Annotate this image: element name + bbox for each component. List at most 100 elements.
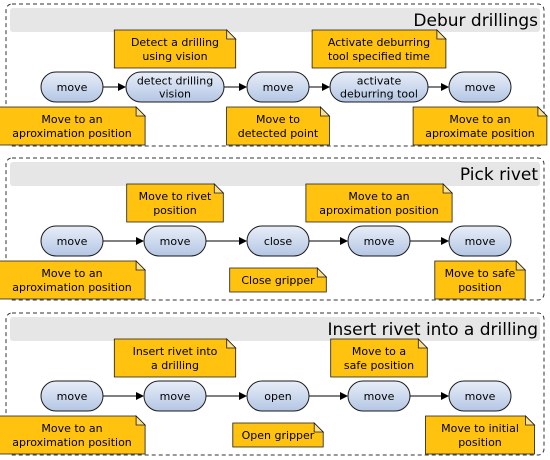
action-node: move — [143, 225, 207, 257]
action-node: open — [246, 380, 310, 412]
action-node: move — [40, 71, 104, 103]
node-shape — [448, 380, 512, 412]
note-label: Insert rivet into — [133, 345, 218, 358]
note-label: aproximation position — [12, 127, 132, 140]
panel-title: Debur drillings — [413, 11, 538, 31]
action-node: move — [448, 71, 512, 103]
note-label: Open gripper — [242, 429, 315, 442]
note-shape — [305, 183, 453, 223]
node-label: move — [364, 390, 395, 403]
note-shape — [232, 422, 324, 448]
action-node: move — [347, 225, 411, 257]
note-fold — [135, 415, 147, 426]
action-node: move — [40, 380, 104, 412]
note-label: aproximation position — [319, 204, 439, 217]
note-label: Move to a — [352, 345, 406, 358]
node-shape — [125, 71, 225, 103]
node-shape — [40, 225, 104, 257]
note-fold — [135, 260, 147, 271]
node-label: move — [57, 235, 88, 248]
note-label: a drilling — [151, 359, 199, 372]
node-label: deburring tool — [340, 88, 418, 101]
note-fold — [313, 422, 325, 433]
note-label: Activate deburring — [328, 36, 430, 49]
node-shape — [329, 71, 429, 103]
note-label: Move to initial — [441, 422, 519, 435]
node-label: activate — [357, 75, 402, 88]
node-label: move — [263, 81, 294, 94]
node-shape — [143, 380, 207, 412]
note-shape — [229, 267, 327, 293]
note-fold — [135, 106, 147, 117]
node-label: move — [57, 390, 88, 403]
node-label: move — [465, 235, 496, 248]
node-shape — [246, 225, 310, 257]
note-fold — [417, 338, 429, 349]
note-label: Move to safe — [445, 267, 516, 280]
node-shape — [347, 225, 411, 257]
node-shape — [246, 71, 310, 103]
note-fold — [226, 338, 237, 349]
note-shape — [0, 415, 146, 455]
node-label: move — [364, 235, 395, 248]
node-label: move — [160, 390, 191, 403]
node-label: vision — [159, 88, 191, 101]
note-label: Move to an — [348, 190, 409, 203]
note-label: position — [458, 281, 502, 294]
action-node: move — [246, 71, 310, 103]
node-label: close — [264, 235, 293, 248]
note-fold — [515, 260, 527, 271]
node-shape — [40, 380, 104, 412]
action-node: close — [246, 225, 310, 257]
note-label: safe position — [344, 359, 414, 372]
node-label: move — [465, 390, 496, 403]
node-label: open — [264, 390, 291, 403]
action-node: move — [448, 380, 512, 412]
node-shape — [448, 71, 512, 103]
note-label: position — [153, 204, 197, 217]
note-label: detected point — [238, 127, 319, 140]
note-fold — [442, 183, 454, 194]
note-shape — [434, 260, 526, 300]
note-fold — [316, 267, 328, 278]
note-fold — [436, 29, 447, 40]
note-fold — [537, 106, 548, 117]
note-label: Move to rivet — [139, 190, 212, 203]
action-node: move — [40, 225, 104, 257]
node-shape — [448, 225, 512, 257]
note-shape — [311, 29, 447, 69]
note-shape — [0, 106, 146, 146]
node-label: detect drilling — [137, 75, 213, 88]
node-shape — [246, 380, 310, 412]
node-shape — [347, 380, 411, 412]
action-node: move — [448, 225, 512, 257]
note-label: using vision — [142, 50, 207, 63]
workflow-panel: Debur drillings move detect drillingvision… — [0, 3, 548, 147]
panel-header — [10, 317, 540, 341]
action-node: move — [347, 380, 411, 412]
note-fold — [213, 183, 225, 194]
panel-header — [10, 162, 540, 186]
annotation-note: Close gripper — [229, 267, 328, 293]
note-label: Close gripper — [241, 274, 315, 287]
note-fold — [320, 106, 331, 117]
action-node: move — [143, 380, 207, 412]
workflow-panel: Insert rivet into a drilling move move open… — [0, 312, 545, 456]
note-label: Detect a drilling — [131, 36, 219, 49]
note-shape — [412, 106, 548, 146]
note-label: Move to — [256, 113, 300, 126]
note-label: aproximation position — [12, 436, 132, 449]
note-label: Move to an — [41, 113, 102, 126]
node-label: move — [57, 81, 88, 94]
